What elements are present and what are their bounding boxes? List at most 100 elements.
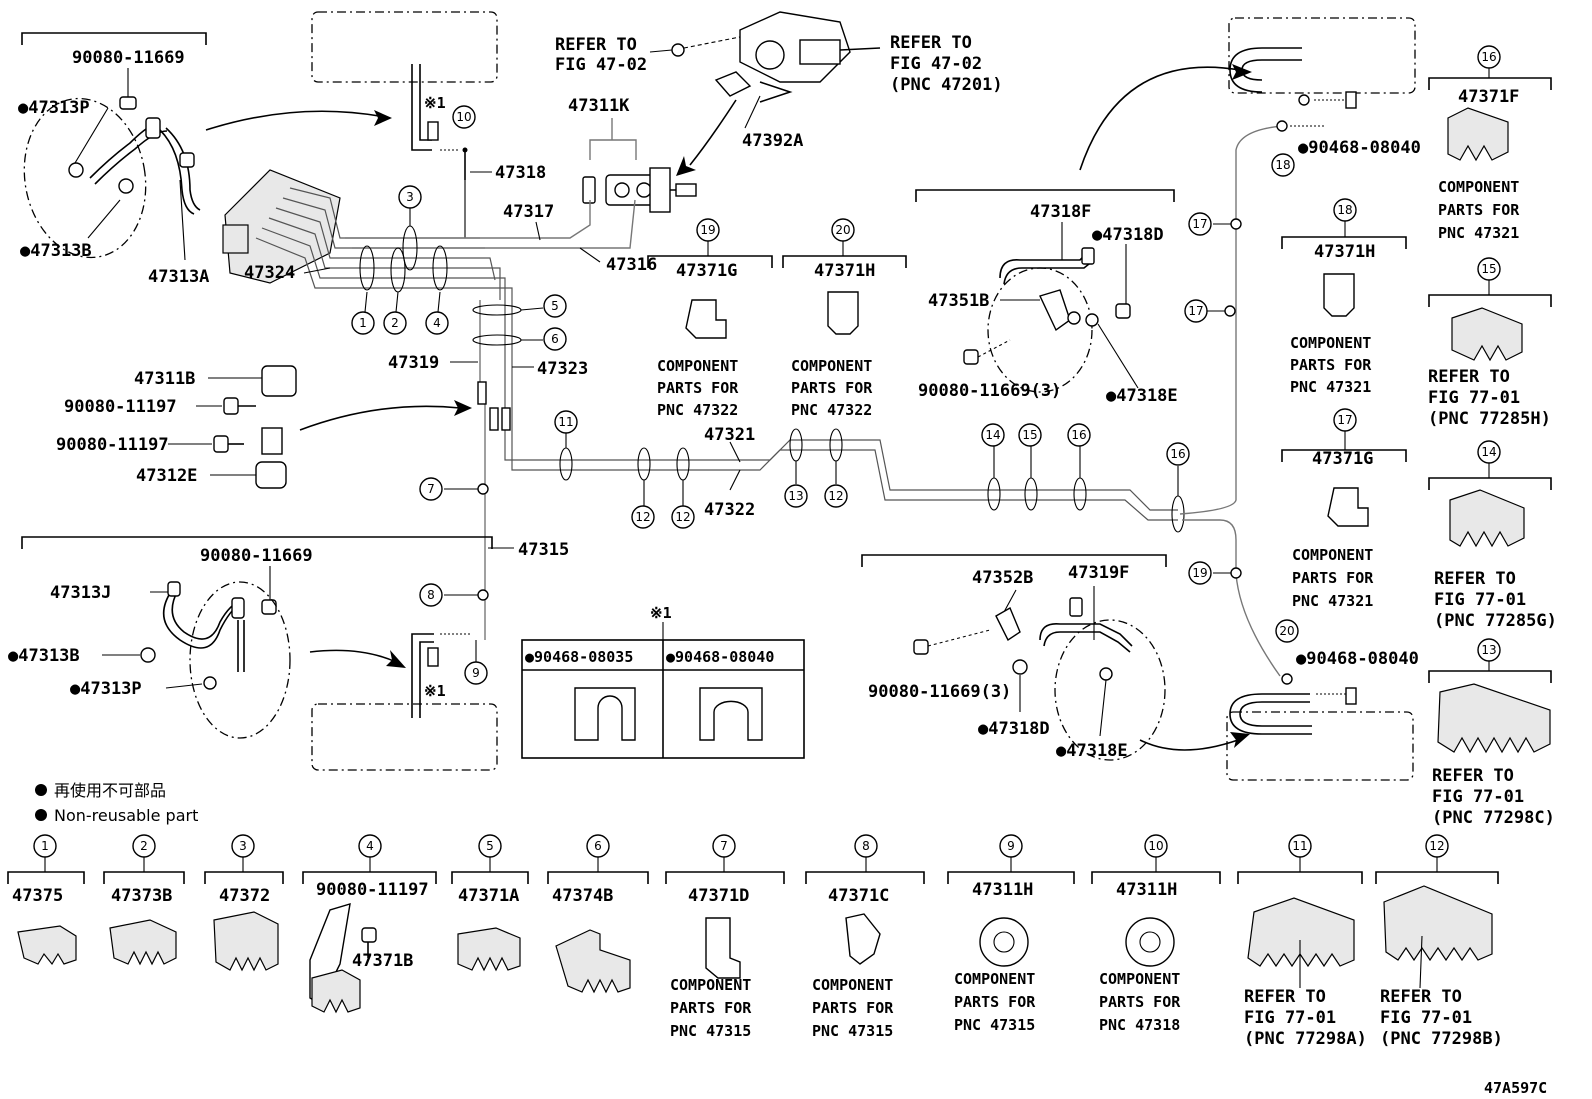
callout-hdr-18: 18: [1333, 198, 1357, 222]
col-b-15-t1: REFER TO: [1428, 367, 1510, 387]
bottom-11-t2: FIG 77-01: [1244, 1008, 1336, 1028]
col-b-15-t3: (PNC 77285H): [1428, 409, 1551, 429]
bottom-3-part: 47372: [219, 886, 270, 906]
upper-19-t3: PNC 47322: [657, 401, 738, 419]
part-47313p-label-bl: ●47313P: [70, 679, 142, 699]
non-reusable-bullet-icon: [35, 809, 47, 821]
bracket-icon: [995, 606, 1021, 642]
callout-18: 18: [1271, 153, 1295, 177]
upper-19-t1: COMPONENT: [657, 357, 738, 375]
bottom-1-part: 47375: [12, 886, 63, 906]
part-47318d-label-b: ●47318D: [978, 719, 1050, 739]
svg-text:1: 1: [41, 839, 49, 853]
abs-actuator-icon: [224, 169, 341, 284]
upper-20-t2: PARTS FOR: [791, 379, 873, 397]
bottom-8-t1: COMPONENT: [812, 976, 893, 994]
part-47312e-label: 47312E: [136, 466, 197, 486]
line-47324-label: 47324: [244, 263, 295, 283]
callout-hdr-13: 13: [1477, 638, 1501, 662]
col-a-18-t2: PARTS FOR: [1290, 356, 1372, 374]
svg-text:13: 13: [1481, 643, 1496, 657]
upper-20-t1: COMPONENT: [791, 357, 872, 375]
clip-08035-icon: [574, 687, 636, 741]
union-icon: [477, 381, 487, 405]
bolt-label-rt: 90080-11669(3): [918, 381, 1061, 401]
svg-text:2: 2: [391, 316, 399, 330]
part-47313b-label-bl: ●47313B: [8, 646, 80, 666]
callout-19: 19: [1188, 561, 1212, 585]
col-b-clip-14: REFER TO FIG 77-01 (PNC 77285G): [1428, 477, 1557, 631]
svg-text:16: 16: [1071, 428, 1086, 442]
part-47352b-label: 47352B: [972, 568, 1033, 588]
bottom-12-t1: REFER TO: [1380, 987, 1462, 1007]
svg-text:20: 20: [835, 223, 850, 237]
clip-15-icon: [1451, 307, 1523, 362]
svg-text:6: 6: [551, 332, 559, 346]
clip-label-r2: ●90468-08040: [1296, 649, 1419, 669]
part-47318f-label: 47318F: [1030, 202, 1091, 222]
bolt-icon: [361, 927, 377, 943]
bottom-9-t3: PNC 47315: [954, 1016, 1035, 1034]
clip-47374b-icon: [555, 929, 631, 994]
svg-text:8: 8: [862, 839, 870, 853]
col-a-clip-17: 47371G COMPONENT PARTS FOR PNC 47321: [1281, 449, 1407, 610]
part-47312e-icon: [255, 461, 287, 489]
line-47317-label: 47317: [503, 202, 554, 222]
bolt-icon: [913, 639, 929, 655]
svg-text:16: 16: [1170, 447, 1185, 461]
callout-5: 5: [543, 294, 567, 318]
svg-text:12: 12: [1429, 839, 1444, 853]
arrow-icon: [374, 110, 392, 126]
master-cylinder-group: REFER TO FIG 47-02 REFER TO FIG 47-02 (P…: [555, 11, 1003, 176]
hose-bracket-icon: [145, 117, 161, 139]
callout-4: 4: [425, 311, 449, 335]
bottom-row: 47375 47373B 47372 90080-11197 47371A 47…: [7, 871, 1503, 1049]
col-a-18-t1: COMPONENT: [1290, 334, 1371, 352]
svg-text:13: 13: [788, 489, 803, 503]
col-b-clip-16: 47371F COMPONENT PARTS FOR PNC 47321: [1428, 77, 1552, 242]
bottom-10-t2: PARTS FOR: [1099, 993, 1181, 1011]
refer-b-2: FIG 47-02: [890, 54, 982, 74]
svg-text:5: 5: [551, 299, 559, 313]
callout-2: 2: [383, 311, 407, 335]
col-b-16-t1: COMPONENT: [1438, 178, 1519, 196]
clip-table-right: ●90468-08040: [666, 648, 774, 666]
svg-text:3: 3: [406, 190, 414, 204]
col-b-16-t3: PNC 47321: [1438, 224, 1519, 242]
clip-47371c-icon: [845, 913, 881, 965]
callout-b9: 9: [999, 834, 1023, 858]
bottom-9-t2: PARTS FOR: [954, 993, 1036, 1011]
bottom-4-sub: 47371B: [352, 951, 413, 971]
callout-b6: 6: [586, 834, 610, 858]
washer-icon: [118, 178, 134, 194]
clip-47371g-icon: [1327, 487, 1369, 527]
grommet-47311h-icon-2: [1125, 917, 1175, 967]
union-bolt-icon: [68, 162, 84, 178]
grommet-47311h-icon: [979, 917, 1029, 967]
bottom-8-t3: PNC 47315: [812, 1022, 893, 1040]
arrow-icon: [1230, 732, 1250, 748]
svg-text:15: 15: [1022, 428, 1037, 442]
front-pipe-detail: ※1: [311, 11, 498, 238]
col-b-14-t1: REFER TO: [1434, 569, 1516, 589]
washer-icon: [203, 676, 217, 690]
callout-b4: 4: [358, 834, 382, 858]
svg-text:9: 9: [1007, 839, 1015, 853]
clip-47371a-icon: [457, 927, 521, 972]
col-b-clip-13: REFER TO FIG 77-01 (PNC 77298C): [1428, 670, 1555, 828]
bottom-2-part: 47373B: [111, 886, 172, 906]
part-47351b-label: 47351B: [928, 291, 989, 311]
callout-14: 14: [981, 423, 1005, 447]
part-47319f-label: 47319F: [1068, 563, 1129, 583]
bolt-icon: [119, 96, 137, 110]
callout-10: 10: [452, 105, 476, 129]
part-47311b-icon: [261, 365, 297, 397]
part-47318e-label: ●47318E: [1106, 386, 1178, 406]
clip-icon: [1345, 91, 1357, 109]
upper-19-part: 47371G: [676, 261, 737, 281]
clip-14-icon: [1449, 489, 1525, 548]
svg-text:12: 12: [675, 510, 690, 524]
hose-end-icon: [179, 152, 195, 168]
callout-1: 1: [351, 311, 375, 335]
callout-b1: 1: [33, 834, 57, 858]
